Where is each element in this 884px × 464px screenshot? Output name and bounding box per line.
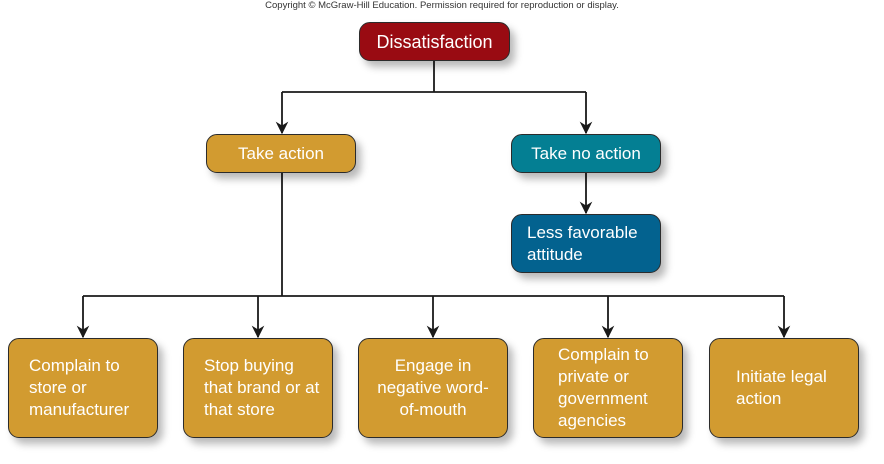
node-dissatisfaction: Dissatisfaction [359,22,510,61]
node-label: Engage in negative word-of-mouth [377,356,489,419]
node-label: Take no action [531,143,641,163]
node-label: Initiate legal action [736,367,827,408]
copyright-notice: Copyright © McGraw-Hill Education. Permi… [265,0,619,11]
node-negative-word-of-mouth: Engage in negative word-of-mouth [358,338,508,438]
node-initiate-legal-action: Initiate legal action [709,338,859,438]
node-label: Complain to private or government agenci… [558,345,649,430]
node-label: Less favorable attitude [527,222,638,264]
node-label: Take action [238,143,324,163]
node-label: Dissatisfaction [376,31,493,52]
node-label: Complain to store or manufacturer [29,356,130,419]
node-less-favorable-attitude: Less favorable attitude [511,214,661,273]
node-complain-to-store: Complain to store or manufacturer [8,338,158,438]
node-complain-to-agencies: Complain to private or government agenci… [533,338,683,438]
node-label: Stop buying that brand or at that store [204,356,320,419]
node-take-no-action: Take no action [511,134,661,173]
node-stop-buying: Stop buying that brand or at that store [183,338,333,438]
node-take-action: Take action [206,134,356,173]
